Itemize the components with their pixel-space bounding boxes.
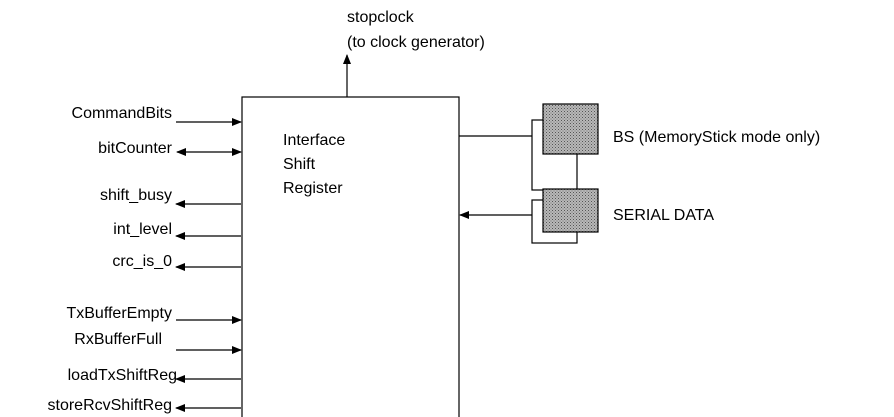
signal-loadtxshiftreg: loadTxShiftReg	[68, 367, 241, 384]
signal-txbufferempty: TxBufferEmpty	[66, 305, 242, 324]
signal-rxbufferfull: RxBufferFull	[74, 331, 242, 354]
signal-label: RxBufferFull	[74, 331, 162, 348]
signal-storercvshiftreg: storeRcvShiftReg	[48, 397, 241, 414]
signal-label: bitCounter	[98, 140, 172, 157]
block-title-line1: Interface	[283, 132, 345, 149]
pin-pad	[542, 103, 599, 155]
signal-bitcounter: bitCounter	[98, 140, 242, 157]
stopclock-label: stopclock	[347, 9, 415, 26]
signal-label: storeRcvShiftReg	[48, 397, 173, 414]
signal-label: TxBufferEmpty	[66, 305, 172, 322]
signal-label: shift_busy	[100, 187, 172, 204]
signal-label: CommandBits	[72, 105, 172, 122]
signal-commandbits: CommandBits	[72, 105, 242, 126]
block-title-line2: Shift	[283, 156, 316, 173]
signal-label: crc_is_0	[112, 253, 172, 270]
shift-register-block	[241, 96, 460, 417]
stopclock-note: (to clock generator)	[347, 34, 485, 51]
pin-label: SERIAL DATA	[613, 207, 714, 224]
pin-serial-data: SERIAL DATA	[459, 188, 714, 244]
signal-label: int_level	[113, 221, 172, 238]
signal-shift-busy: shift_busy	[100, 187, 241, 208]
block-title-line3: Register	[283, 180, 343, 197]
signal-crc-is-0: crc_is_0	[112, 253, 241, 271]
pin-pad	[542, 188, 599, 233]
signal-int-level: int_level	[113, 221, 241, 240]
pin-bs: BS (MemoryStick mode only)	[459, 103, 820, 191]
signal-label: loadTxShiftReg	[68, 367, 177, 384]
pin-label: BS (MemoryStick mode only)	[613, 129, 820, 146]
